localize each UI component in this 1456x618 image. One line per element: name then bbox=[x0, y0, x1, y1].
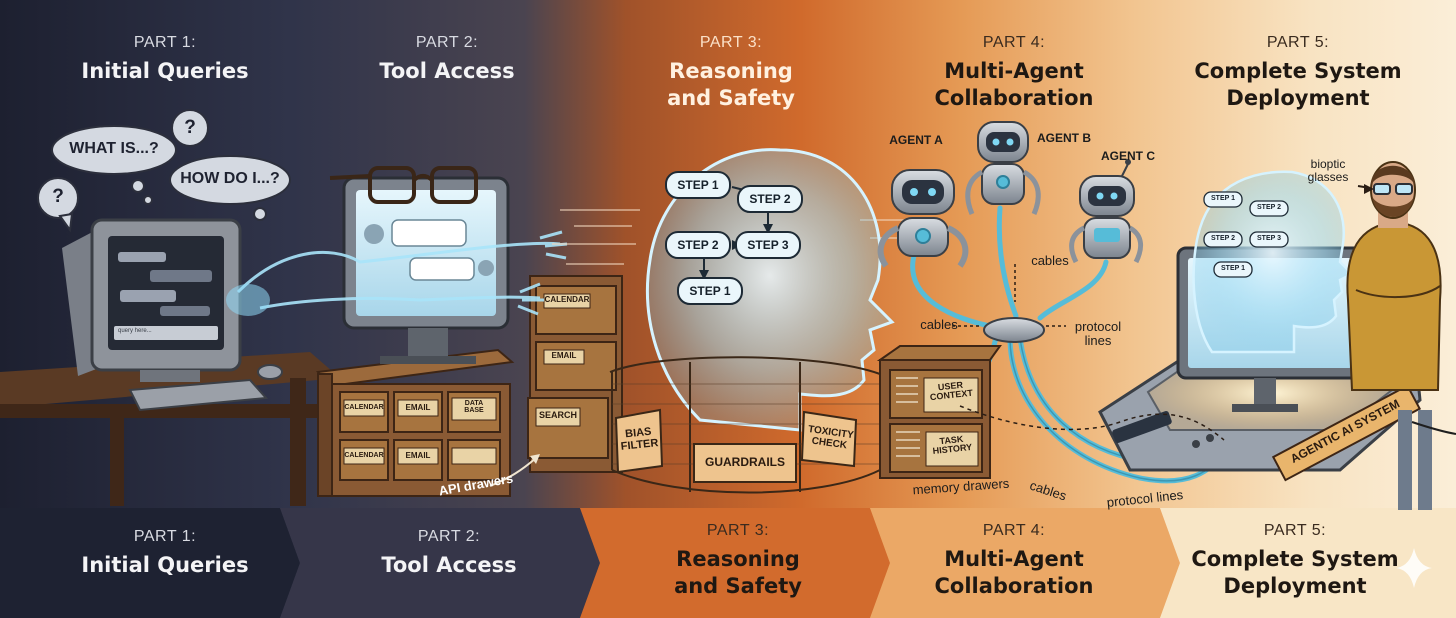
panel4-scene bbox=[876, 121, 1227, 484]
bubble-question-left: ? bbox=[52, 186, 64, 207]
desk-calendar-2-label: CALENDAR bbox=[344, 452, 384, 459]
panel2-scene bbox=[226, 166, 623, 497]
part5-number: PART 5: bbox=[1266, 34, 1330, 51]
robot-agent-a bbox=[877, 169, 969, 268]
part5-footer-title: Complete System Deployment bbox=[1191, 547, 1399, 598]
bubble-what-is: WHAT IS...? bbox=[69, 140, 159, 157]
part2-footer: PART 2: Tool Access bbox=[309, 528, 589, 579]
step1b-node: STEP 1 bbox=[689, 284, 731, 298]
part4-title: Multi-Agent Collaboration bbox=[934, 59, 1094, 110]
part1-heading: PART 1: Initial Queries bbox=[25, 34, 305, 85]
part2-footer-title: Tool Access bbox=[381, 553, 517, 577]
part3-title: Reasoning and Safety bbox=[667, 59, 795, 110]
desk-calendar-label: CALENDAR bbox=[344, 404, 384, 411]
robot-agent-c bbox=[1069, 159, 1143, 264]
robot-agent-b bbox=[965, 121, 1041, 215]
p5-step1-node: STEP 1 bbox=[1211, 195, 1235, 202]
part2-number: PART 2: bbox=[415, 34, 479, 51]
panel5-scene bbox=[959, 161, 1456, 588]
agent-b-label: AGENT B bbox=[1037, 131, 1091, 145]
part2-footer-number: PART 2: bbox=[417, 528, 481, 545]
part3-footer: PART 3: Reasoning and Safety bbox=[598, 522, 878, 600]
part4-footer: PART 4: Multi-Agent Collaboration bbox=[874, 522, 1154, 600]
part1-footer: PART 1: Initial Queries bbox=[25, 528, 305, 579]
p5-step2-node: STEP 2 bbox=[1257, 204, 1281, 211]
part4-footer-title: Multi-Agent Collaboration bbox=[934, 547, 1094, 598]
part1-number: PART 1: bbox=[133, 34, 197, 51]
part1-footer-title: Initial Queries bbox=[81, 553, 249, 577]
part4-number: PART 4: bbox=[982, 34, 1046, 51]
guardrails-sign: GUARDRAILS bbox=[705, 455, 785, 469]
p5-step1b-node: STEP 1 bbox=[1221, 265, 1245, 272]
bubble-question-top: ? bbox=[184, 117, 196, 138]
part1-title: Initial Queries bbox=[81, 59, 249, 83]
panel3-scene bbox=[552, 148, 920, 494]
query-input: query here... bbox=[118, 328, 152, 334]
part5-heading: PART 5: Complete System Deployment bbox=[1158, 34, 1438, 112]
part3-heading: PART 3: Reasoning and Safety bbox=[591, 34, 871, 112]
person bbox=[1346, 161, 1442, 510]
part1-footer-number: PART 1: bbox=[133, 528, 197, 545]
step2b-node: STEP 2 bbox=[677, 238, 719, 252]
desk-email-label: EMAIL bbox=[405, 403, 431, 412]
desk-email-2-label: EMAIL bbox=[405, 451, 431, 460]
protocol-lines-label: protocol lines bbox=[1074, 319, 1122, 349]
part3-footer-number: PART 3: bbox=[706, 522, 770, 539]
bottom-banner bbox=[0, 508, 1456, 618]
part2-heading: PART 2: Tool Access bbox=[307, 34, 587, 85]
sparkle-icon bbox=[1396, 548, 1432, 588]
bias-filter-sign: BIAS FILTER bbox=[620, 425, 659, 453]
part5-title: Complete System Deployment bbox=[1194, 59, 1402, 110]
bubble-how-do-i: HOW DO I...? bbox=[180, 170, 280, 187]
cabinet-calendar-label: CALENDAR bbox=[544, 295, 590, 304]
cables-left-label: cables bbox=[920, 317, 958, 332]
part2-title: Tool Access bbox=[379, 59, 515, 83]
part3-footer-title: Reasoning and Safety bbox=[674, 547, 802, 598]
p5-step3-node: STEP 3 bbox=[1257, 235, 1281, 242]
agent-a-label: AGENT A bbox=[889, 133, 943, 147]
p5-step2b-node: STEP 2 bbox=[1211, 235, 1235, 242]
cabinet-search-label: SEARCH bbox=[538, 410, 577, 420]
part3-number: PART 3: bbox=[699, 34, 763, 51]
bioptic-glasses-label: bioptic glasses bbox=[1307, 157, 1349, 185]
agent-c-label: AGENT C bbox=[1101, 149, 1155, 163]
part4-heading: PART 4: Multi-Agent Collaboration bbox=[874, 34, 1154, 112]
step2-node: STEP 2 bbox=[749, 192, 791, 206]
cabinet-email-label: EMAIL bbox=[551, 351, 577, 360]
step1-node: STEP 1 bbox=[677, 178, 719, 192]
step3-node: STEP 3 bbox=[747, 238, 789, 252]
part4-footer-number: PART 4: bbox=[982, 522, 1046, 539]
panel1-scene bbox=[0, 109, 340, 506]
part5-footer-number: PART 5: bbox=[1263, 522, 1327, 539]
part5-footer: PART 5: Complete System Deployment bbox=[1155, 522, 1435, 600]
desk-database-label: DATA BASE bbox=[464, 400, 484, 415]
cables-top-label: cables bbox=[1031, 253, 1069, 268]
